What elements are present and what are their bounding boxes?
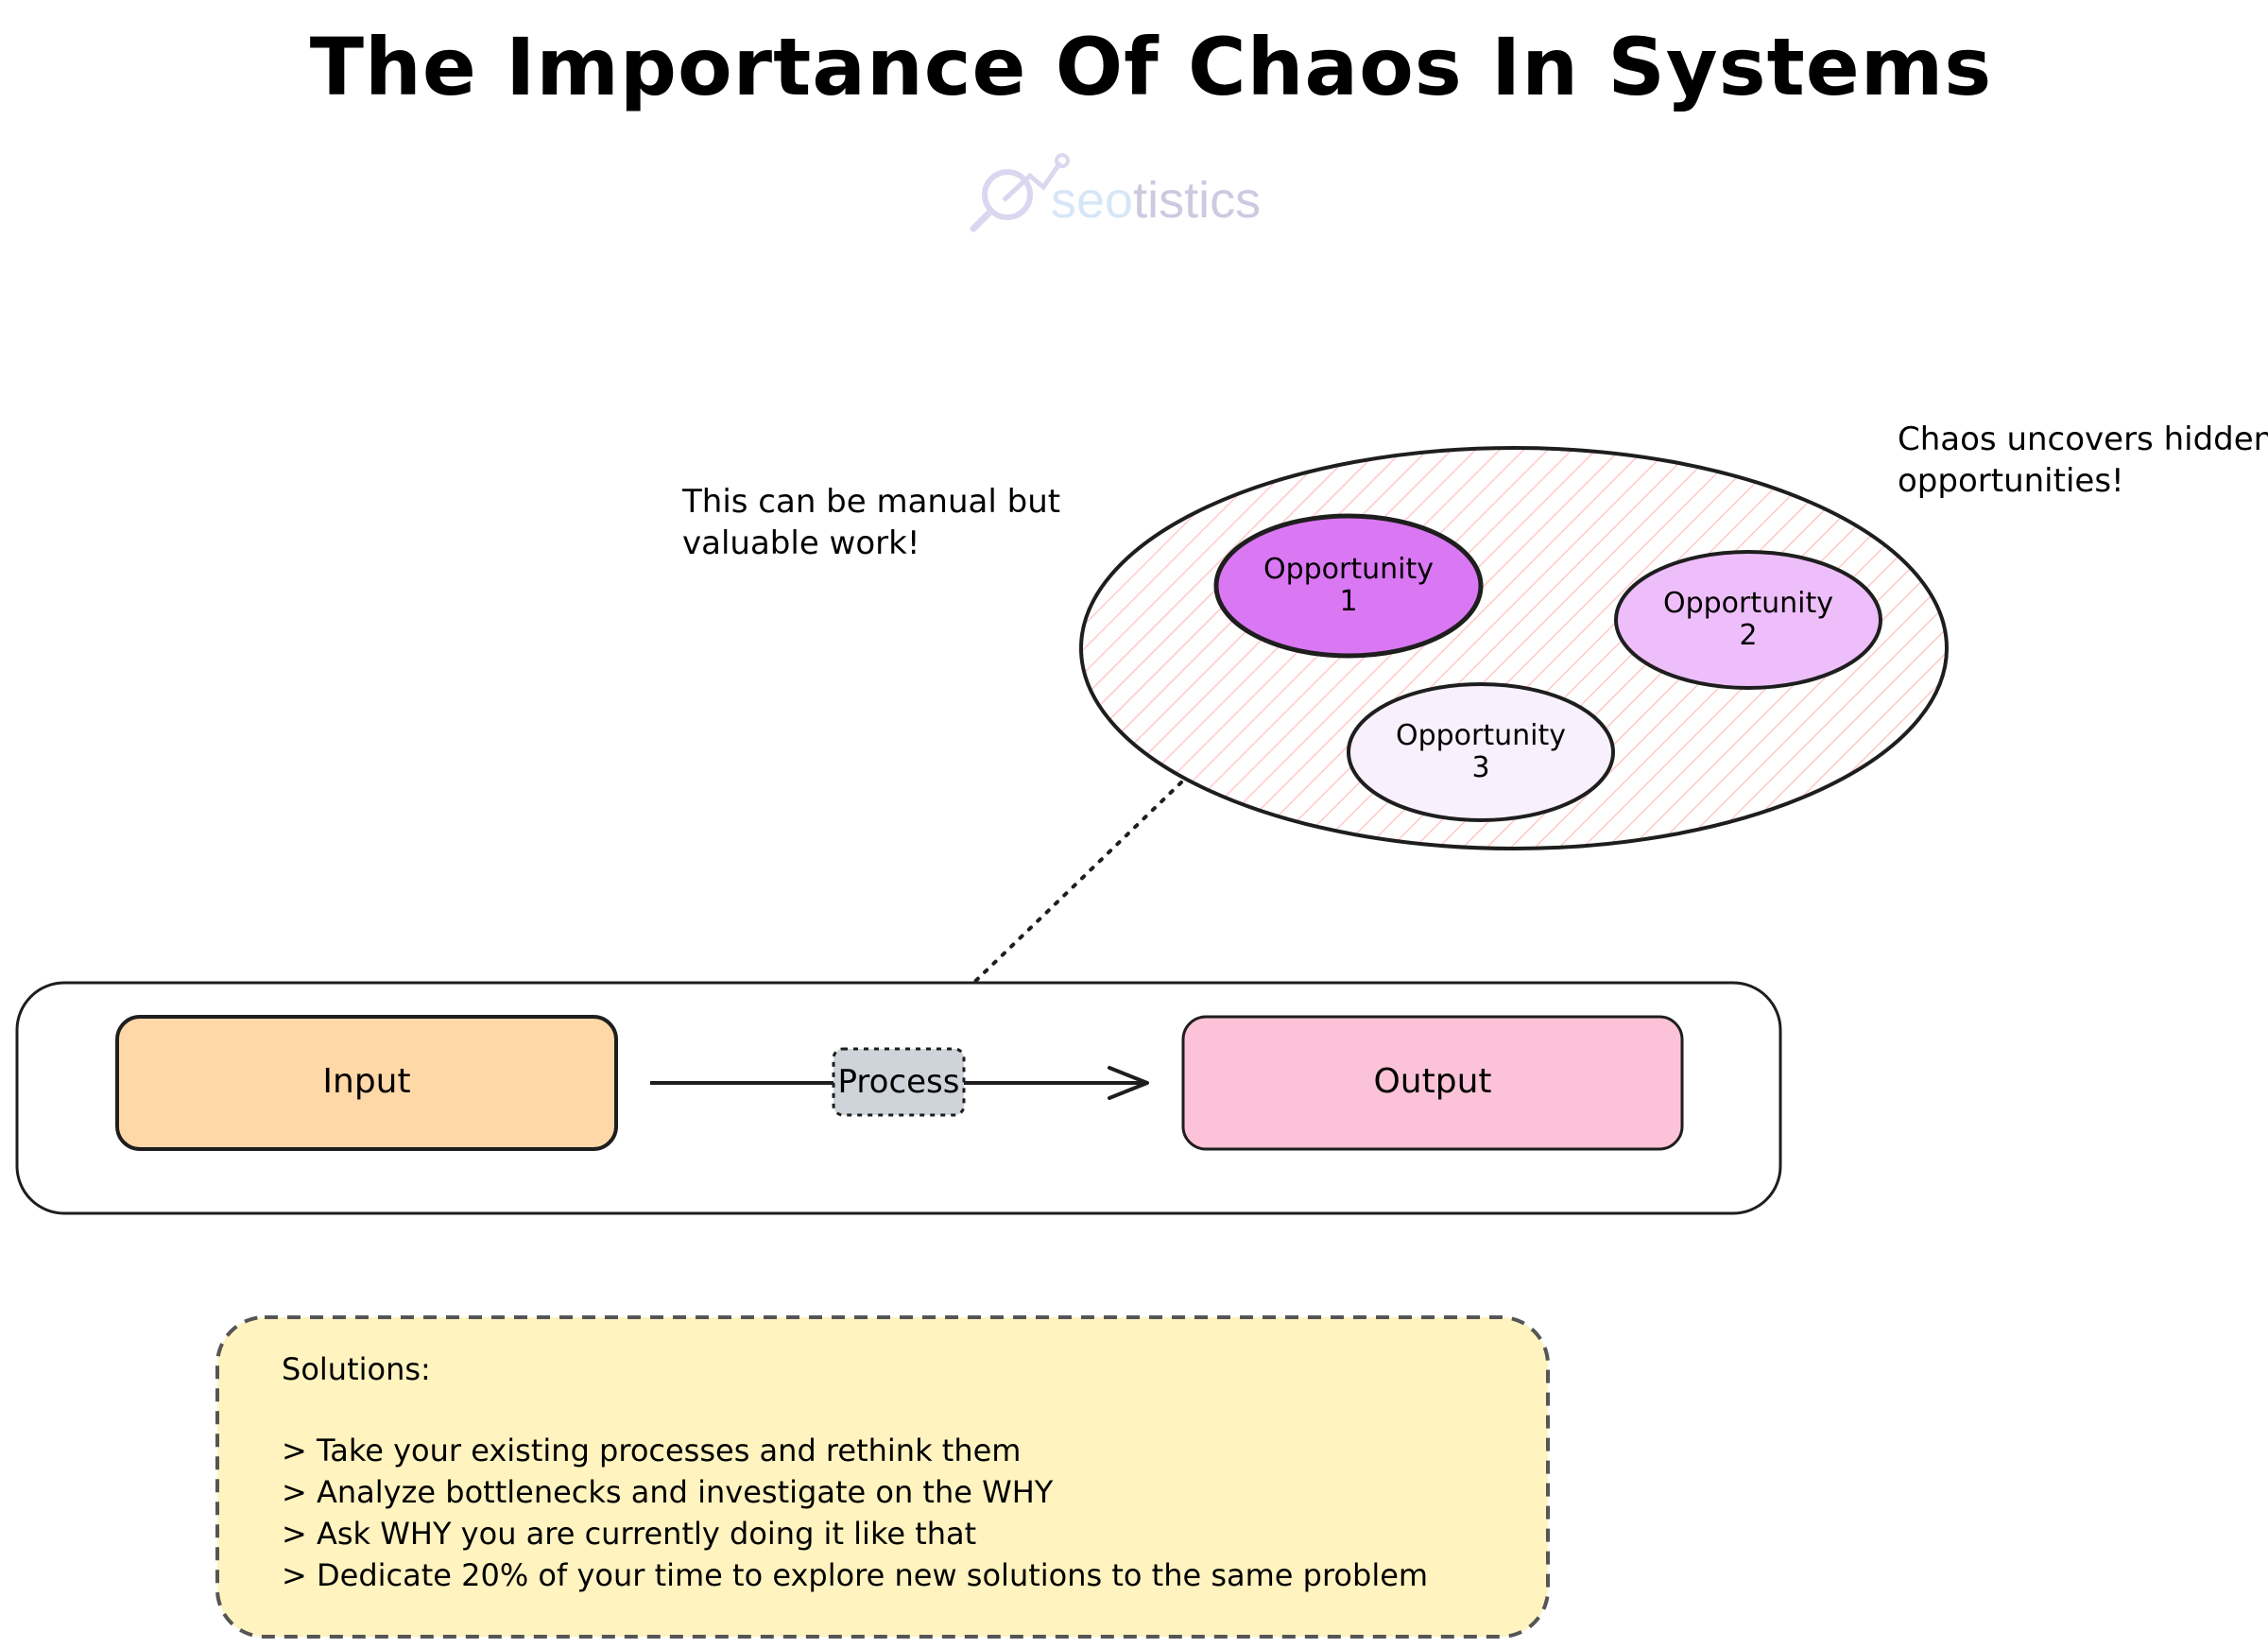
opportunity-2-number: 2 bbox=[1739, 619, 1757, 652]
page-title: The Importance Of Chaos In Systems bbox=[310, 21, 1993, 113]
opportunity-3-number: 3 bbox=[1471, 751, 1489, 784]
output-label: Output bbox=[1373, 1062, 1491, 1101]
dotted-connector bbox=[907, 781, 1183, 1047]
solution-item-1: > Take your existing processes and rethi… bbox=[282, 1433, 1021, 1468]
opportunity-1-node: Opportunity 1 bbox=[1213, 513, 1484, 659]
solution-item-2: > Analyze bottlenecks and investigate on… bbox=[282, 1474, 1054, 1510]
chaos-note-line2: opportunities! bbox=[1898, 462, 2124, 500]
solution-item-4: > Dedicate 20% of your time to explore n… bbox=[282, 1557, 1428, 1593]
chaos-note-line1: Chaos uncovers hidden bbox=[1898, 421, 2268, 458]
opportunity-1-label: Opportunity bbox=[1263, 553, 1434, 586]
opportunity-2-label: Opportunity bbox=[1663, 587, 1833, 620]
opportunity-2-node: Opportunity 2 bbox=[1614, 550, 1882, 690]
solutions-box: Solutions: > Take your existing processe… bbox=[215, 1315, 1550, 1639]
manual-work-note-line1: This can be manual but bbox=[681, 483, 1060, 521]
manual-work-note-line2: valuable work! bbox=[682, 524, 919, 562]
opportunity-1-number: 1 bbox=[1339, 585, 1357, 618]
logo-icon bbox=[970, 153, 1070, 232]
output-node: Output bbox=[1181, 1015, 1684, 1151]
input-label: Input bbox=[322, 1062, 410, 1101]
process-label: Process bbox=[838, 1063, 960, 1101]
opportunity-3-node: Opportunity 3 bbox=[1347, 682, 1615, 822]
input-node: Input bbox=[115, 1015, 618, 1151]
opportunity-3-label: Opportunity bbox=[1396, 719, 1566, 752]
process-node: Process bbox=[832, 1047, 966, 1117]
arrow-head-icon bbox=[1108, 1066, 1149, 1100]
solution-item-3: > Ask WHY you are currently doing it lik… bbox=[282, 1516, 976, 1552]
solutions-heading: Solutions: bbox=[282, 1351, 431, 1387]
logo-text: seotistics bbox=[1051, 172, 1261, 229]
seotistics-logo: seotistics bbox=[970, 153, 1261, 232]
